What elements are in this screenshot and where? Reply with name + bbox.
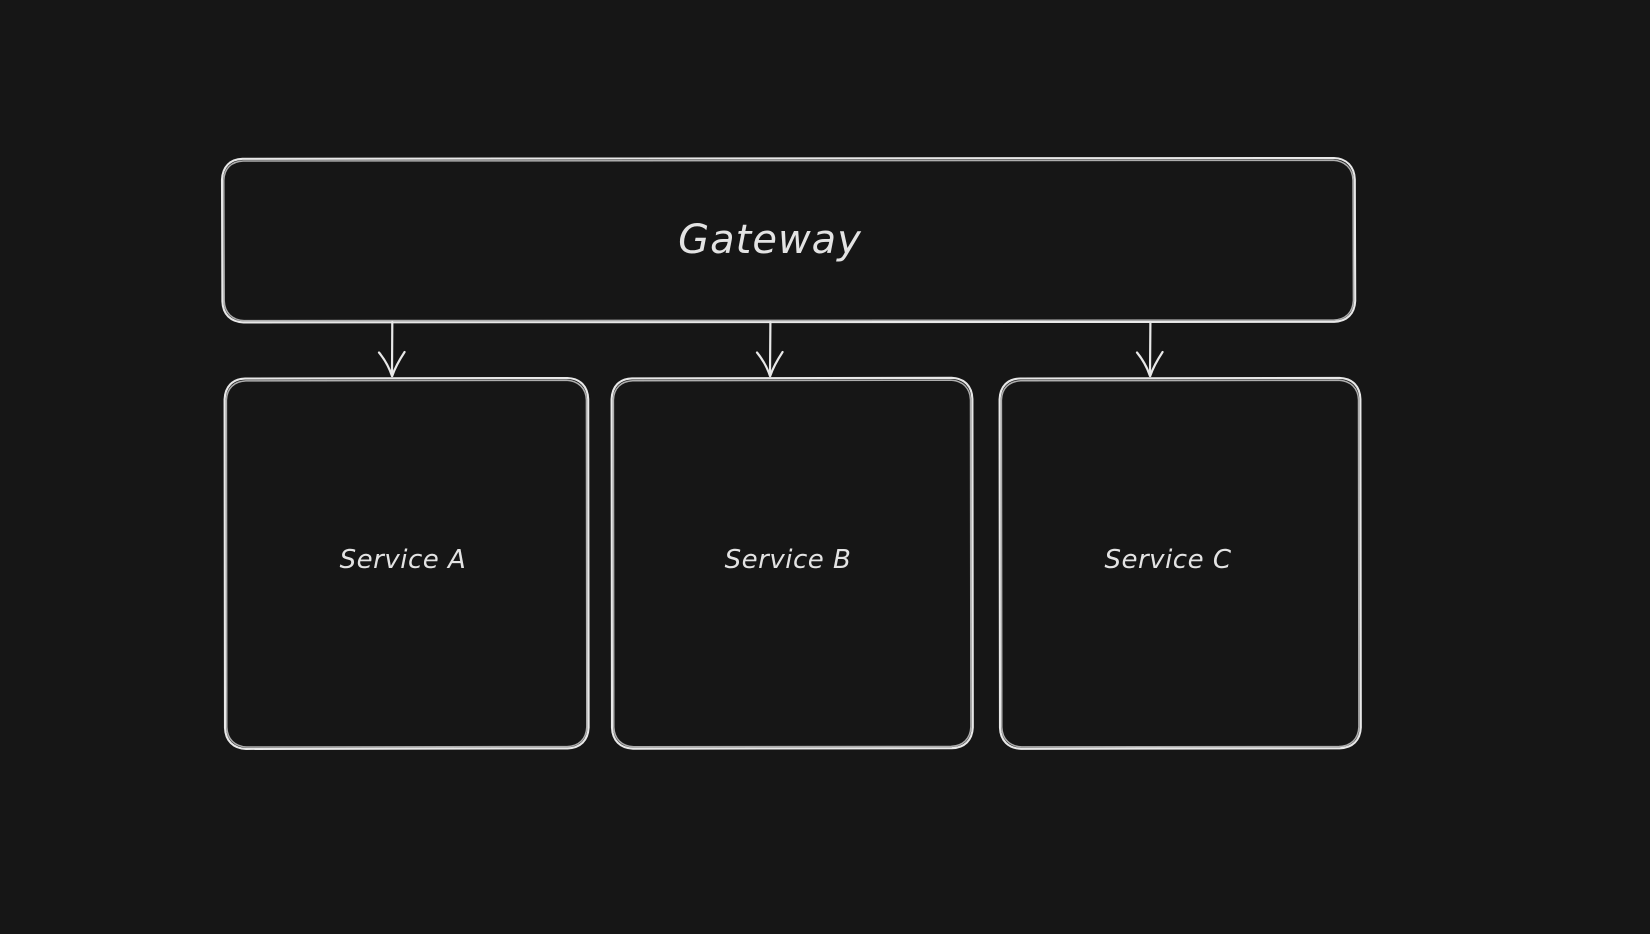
node-service-c[interactable] xyxy=(1000,378,1360,748)
edge-gateway-service-b[interactable] xyxy=(755,320,784,378)
node-label-gateway: Gateway xyxy=(678,217,862,263)
node-shape-gateway[interactable] xyxy=(220,156,1357,324)
node-shape-service-b[interactable] xyxy=(610,376,974,750)
node-service-b[interactable] xyxy=(612,378,972,748)
node-label-service-c: Service C xyxy=(1104,545,1232,575)
edge-gateway-service-a[interactable] xyxy=(377,320,406,378)
node-gateway[interactable] xyxy=(222,158,1355,322)
node-label-service-b: Service B xyxy=(724,545,852,575)
node-shape-service-c[interactable] xyxy=(998,376,1362,750)
edge-gateway-service-c[interactable] xyxy=(1135,320,1164,378)
node-shape-service-a[interactable] xyxy=(223,376,590,750)
node-service-a[interactable] xyxy=(225,378,588,748)
node-label-service-a: Service A xyxy=(339,545,467,575)
